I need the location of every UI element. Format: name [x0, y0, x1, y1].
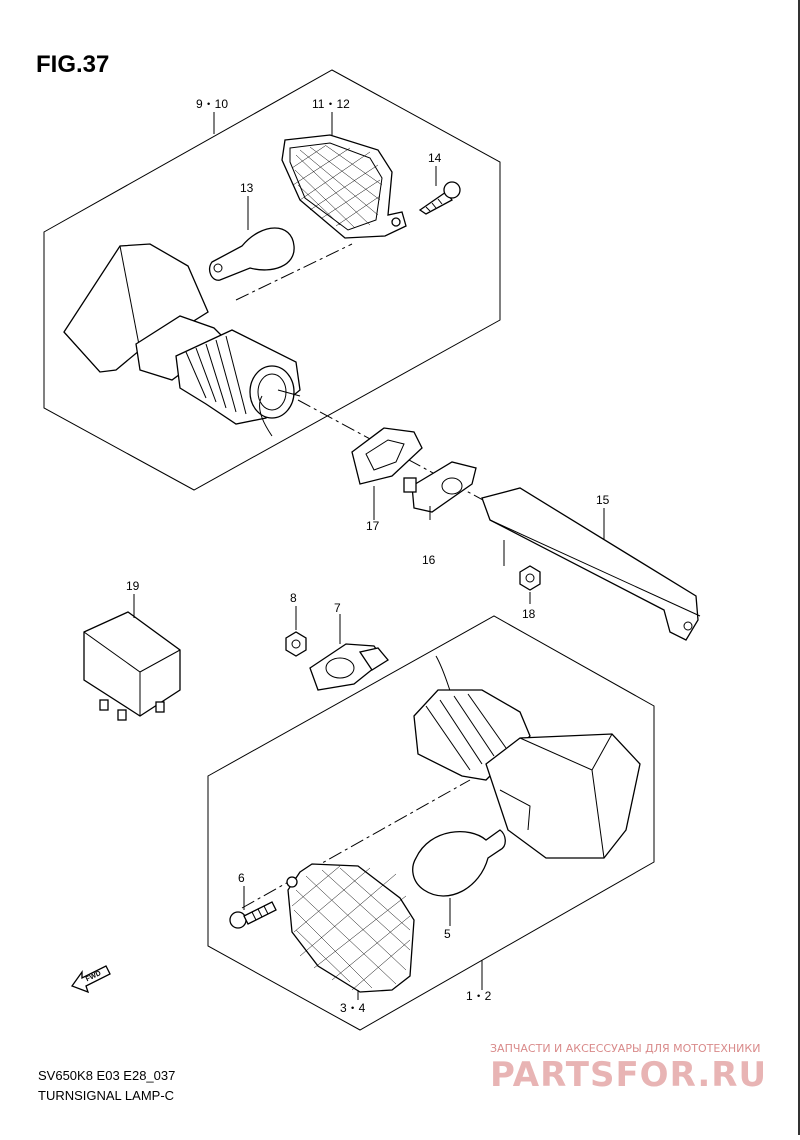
- callout-13: 13: [240, 181, 254, 195]
- callout-15: 15: [596, 493, 610, 507]
- grommet-part-7: [309, 643, 389, 691]
- nut-part-18: [519, 565, 541, 591]
- callout-1-2: 1・2: [466, 989, 492, 1003]
- lens-part-11-12: [281, 134, 407, 239]
- lower-assembly-box: [207, 615, 655, 1031]
- upper-assembly-box: [43, 69, 501, 491]
- callout-14: 14: [428, 151, 442, 165]
- callout-8: 8: [290, 591, 297, 605]
- callout-3-4: 3・4: [340, 1001, 366, 1015]
- callout-leaders: [133, 112, 605, 1000]
- housing-upper: [63, 243, 301, 437]
- callout-7: 7: [334, 601, 341, 615]
- relay-part-19: [83, 611, 181, 721]
- figure-title: FIG.37: [36, 51, 109, 78]
- bulb-part-5: [412, 829, 506, 897]
- callout-17: 17: [366, 519, 380, 533]
- washer-part-16: [403, 461, 477, 513]
- watermark-brand: PARTSFOR.RU: [490, 1055, 767, 1095]
- watermark-tagline: ЗАПЧАСТИ И АКСЕССУАРЫ ДЛЯ МОТОТЕХНИКИ: [490, 1042, 760, 1055]
- section-name: TURNSIGNAL LAMP-C: [38, 1088, 174, 1103]
- forward-direction-marker: FWD: [70, 965, 111, 994]
- callout-9-10: 9・10: [196, 97, 228, 111]
- right-border: [798, 0, 800, 1135]
- housing-lower: [413, 655, 641, 859]
- callout-5: 5: [444, 927, 451, 941]
- bracket-part-15: [481, 487, 701, 641]
- axis-line-lower: [241, 779, 471, 909]
- nut-part-8: [285, 631, 307, 657]
- bulb-part-13: [208, 227, 295, 281]
- screw-part-6: [229, 901, 277, 929]
- callout-18: 18: [522, 607, 536, 621]
- callout-16: 16: [422, 553, 436, 567]
- callout-11-12: 11・12: [312, 97, 350, 111]
- axis-line-upper: [235, 243, 353, 301]
- screw-part-14: [418, 181, 461, 215]
- grommet-part-17: [351, 427, 423, 485]
- lens-part-3-4: [286, 863, 415, 993]
- callout-6: 6: [238, 871, 245, 885]
- callout-19: 19: [126, 579, 140, 593]
- model-code: SV650K8 E03 E28_037: [38, 1068, 175, 1083]
